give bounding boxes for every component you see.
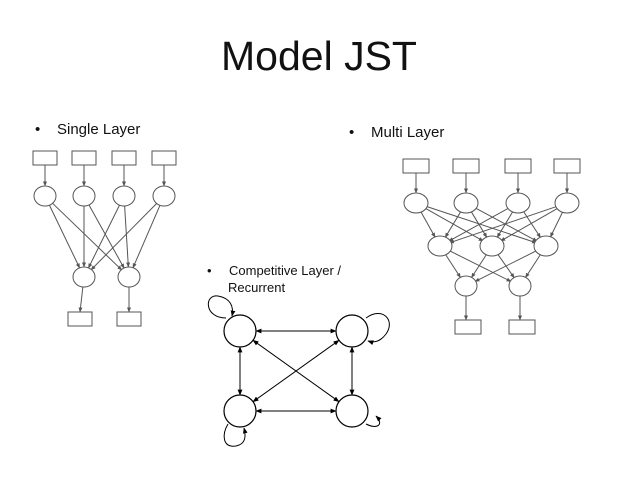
self-loop: [208, 295, 236, 319]
weight-edge: [425, 205, 537, 244]
input-box: [402, 158, 430, 174]
hidden-node: [533, 235, 559, 257]
multi-layer-label: • Multi Layer: [349, 124, 444, 141]
output-node: [72, 266, 96, 288]
output-box: [508, 319, 536, 335]
hidden-node: [427, 235, 453, 257]
bullet: •: [207, 263, 212, 278]
output-node: [508, 275, 532, 297]
weight-edge: [90, 202, 158, 271]
output-box: [67, 311, 93, 327]
input-node: [72, 185, 96, 207]
weight-edge: [474, 207, 538, 242]
input-box: [452, 158, 480, 174]
output-arrow: [78, 286, 84, 313]
competitive-layer-text-line1: Competitive Layer /: [229, 263, 341, 278]
input-node: [505, 192, 531, 214]
input-box: [71, 150, 97, 166]
competitive-layer-text-line2: Recurrent: [228, 280, 286, 295]
weight-edge: [525, 254, 541, 279]
recurrent-node: [223, 314, 257, 348]
recurrent-node: [335, 394, 369, 428]
input-node: [403, 192, 429, 214]
weight-edge: [87, 204, 121, 269]
weight-edge: [420, 211, 436, 238]
weight-edge: [549, 211, 564, 238]
input-node: [33, 185, 57, 207]
recurrent-network: [208, 295, 390, 447]
input-node: [453, 192, 479, 214]
output-box: [454, 319, 482, 335]
self-loop: [223, 423, 248, 447]
competitive-layer-label: • Competitive Layer / Recurrent: [207, 262, 377, 296]
single-layer-network: [32, 150, 177, 327]
bullet: •: [35, 121, 41, 138]
recurrent-node: [223, 394, 257, 428]
weight-edge: [448, 205, 558, 244]
output-node: [454, 275, 478, 297]
bullet: •: [349, 124, 355, 141]
weight-edge: [51, 202, 123, 271]
input-box: [504, 158, 532, 174]
single-layer-label: • Single Layer: [35, 121, 140, 138]
weight-edge: [500, 207, 559, 242]
output-node: [117, 266, 141, 288]
weight-edge: [474, 250, 538, 282]
input-node: [554, 192, 580, 214]
page-title: Model JST: [221, 33, 417, 79]
weight-edge: [448, 250, 512, 282]
weight-edge: [132, 204, 161, 269]
lateral-edge: [252, 339, 340, 403]
single-layer-text: Single Layer: [57, 121, 141, 138]
input-box: [553, 158, 581, 174]
weight-edge: [445, 254, 461, 279]
input-node: [152, 185, 176, 207]
input-box: [151, 150, 177, 166]
input-box: [32, 150, 58, 166]
input-box: [111, 150, 137, 166]
output-box: [116, 311, 142, 327]
input-node: [112, 185, 136, 207]
weight-edge: [424, 207, 484, 242]
weight-edge: [444, 211, 462, 238]
recurrent-node: [335, 314, 369, 348]
self-loop: [365, 415, 382, 427]
weight-edge: [48, 204, 81, 269]
weight-edge: [88, 204, 125, 269]
weight-edge: [471, 254, 487, 279]
weight-edge: [124, 205, 131, 268]
multi-layer-text: Multi Layer: [371, 124, 445, 141]
multi-layer-network: [402, 158, 581, 335]
self-loop: [365, 312, 390, 345]
weight-edge: [523, 211, 541, 239]
hidden-node: [479, 235, 505, 257]
weight-edge: [448, 207, 510, 242]
